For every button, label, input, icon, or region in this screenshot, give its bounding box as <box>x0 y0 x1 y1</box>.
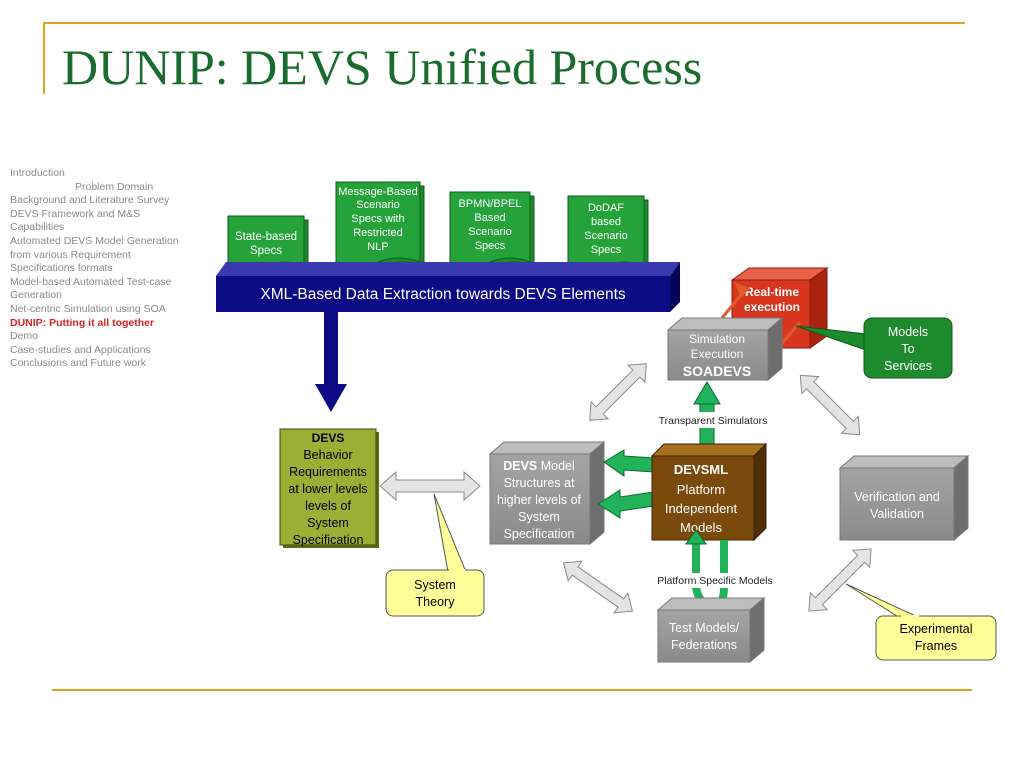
spec-text: BPMN/BPEL <box>459 198 522 210</box>
callout-text: Frames <box>915 639 957 653</box>
devs-behavior-box: DEVS Behavior Requirements at lower leve… <box>279 428 379 548</box>
nav-item: Problem Domain <box>75 180 154 193</box>
callout-text: Models <box>888 325 928 339</box>
green-left-arrow <box>597 449 655 519</box>
box-text: Test Models/ <box>669 621 740 635</box>
box-text: DEVSML <box>674 462 728 477</box>
spec-text: Message-Based <box>338 186 418 198</box>
spec-text: Specs <box>591 244 622 256</box>
nav-item: Case-studies and Applications <box>10 343 151 356</box>
box-text: Execution <box>691 347 744 361</box>
callout-text: Experimental <box>900 622 973 636</box>
box-text: Behavior <box>303 448 352 462</box>
box-text: Specification <box>504 527 575 541</box>
nav-item-active: DUNIP: Putting it all together <box>10 316 155 329</box>
nav-item: Background and Literature Survey <box>10 194 170 207</box>
nav-item: Capabilities <box>10 221 65 234</box>
box-text: Validation <box>870 507 924 521</box>
spec-text: Scenario <box>468 226 511 238</box>
bidirectional-arrow <box>562 560 634 614</box>
xml-extraction-banner: XML-Based Data Extraction towards DEVS E… <box>216 262 680 312</box>
platform-specific-label: Platform Specific Models <box>657 575 773 587</box>
spec-text: based <box>591 216 621 228</box>
box-text: DEVS <box>312 431 345 445</box>
blue-down-arrow <box>315 312 347 412</box>
box-text-normal: Model <box>537 459 575 473</box>
green-curved-arrow <box>685 529 728 611</box>
nav-item: Net-centric Simulation using SOA <box>10 302 166 315</box>
bidirectional-arrow <box>379 470 481 502</box>
nav-item: Generation <box>10 289 62 302</box>
box-text: Real-time <box>745 285 799 299</box>
test-models-box: Test Models/ Federations <box>656 596 766 664</box>
box-text: higher levels of <box>497 493 582 507</box>
realtime-arrowhead <box>734 282 750 298</box>
box-text: SOADEVS <box>683 363 751 379</box>
box-text: Independent <box>665 501 738 516</box>
spec-doc-dodaf: DoDAF based Scenario Specs <box>567 195 649 275</box>
bidirectional-arrow <box>799 374 861 436</box>
nav-item: Specifications formats <box>10 262 113 275</box>
nav-item: Introduction <box>10 167 65 179</box>
outline-nav: Introduction Problem Domain Background a… <box>10 167 210 371</box>
box-text: execution <box>744 300 800 314</box>
models-to-services-callout: Models To Services <box>795 317 953 379</box>
verification-validation-box: Verification and Validation <box>838 454 970 542</box>
banner-text: XML-Based Data Extraction towards DEVS E… <box>260 286 626 303</box>
label-bg <box>650 412 776 428</box>
experimental-frames-callout: Experimental Frames <box>845 583 997 661</box>
nav-item: Model-based Automated Test-case <box>10 275 172 288</box>
box-text: at lower levels <box>288 482 367 496</box>
box-text: Verification and <box>854 490 940 504</box>
frame-line-bottom <box>52 689 972 691</box>
spec-doc-state-based: State-based Specs <box>227 215 309 275</box>
frame-line-left <box>43 22 45 94</box>
box-text: Requirements <box>289 465 367 479</box>
transparent-simulators-label: Transparent Simulators <box>659 415 768 427</box>
simulation-execution-box: Simulation Execution SOADEVS <box>666 316 784 382</box>
bidirectional-arrow <box>808 548 872 612</box>
spec-text: Based <box>474 212 505 224</box>
spec-text: Specs with <box>351 213 404 225</box>
callout-text: Services <box>884 359 932 373</box>
nav-item: Demo <box>10 330 39 343</box>
bidirectional-arrow <box>589 363 647 421</box>
box-text: System <box>518 510 560 524</box>
spec-text: NLP <box>367 241 388 253</box>
box-text: Models <box>680 520 722 535</box>
spec-text: Specs <box>475 240 506 252</box>
system-theory-callout: System Theory <box>385 493 485 617</box>
box-text: Structures at <box>504 476 575 490</box>
spec-text: Scenario <box>584 230 627 242</box>
spec-doc-message-based: Message-Based Scenario Specs with Restri… <box>335 181 425 271</box>
box-text: Simulation <box>689 332 745 346</box>
nav-item: Conclusions and Future work <box>10 357 146 370</box>
callout-text: System <box>414 578 456 592</box>
spec-text: Restricted <box>353 227 403 239</box>
callout-text: To <box>901 342 914 356</box>
box-text: DEVS Model <box>503 459 575 473</box>
box-text: Specification <box>293 533 364 547</box>
callout-text: Theory <box>416 595 456 609</box>
box-text: System <box>307 516 349 530</box>
nav-item: from various Requirement <box>10 248 131 261</box>
box-text: Platform <box>677 482 725 497</box>
box-text-bold: DEVS <box>503 459 537 473</box>
spec-doc-bpmn-bpel: BPMN/BPEL Based Scenario Specs <box>449 191 535 271</box>
devs-model-structures-box: DEVS Model Structures at higher levels o… <box>488 440 606 546</box>
label-bg <box>648 573 782 588</box>
slide-title: DUNIP: DEVS Unified Process <box>62 39 703 95</box>
spec-text: DoDAF <box>588 202 624 214</box>
spec-text: Specs <box>250 245 282 257</box>
box-text: Federations <box>671 638 737 652</box>
nav-item: Automated DEVS Model Generation <box>10 234 179 247</box>
frame-line-top <box>43 22 965 24</box>
devsml-box: DEVSML Platform Independent Models <box>650 442 768 542</box>
box-text: levels of <box>305 499 351 513</box>
nav-item: DEVS Framework and M&S <box>10 207 141 220</box>
spec-text: State-based <box>235 231 297 243</box>
spec-text: Scenario <box>356 199 399 211</box>
